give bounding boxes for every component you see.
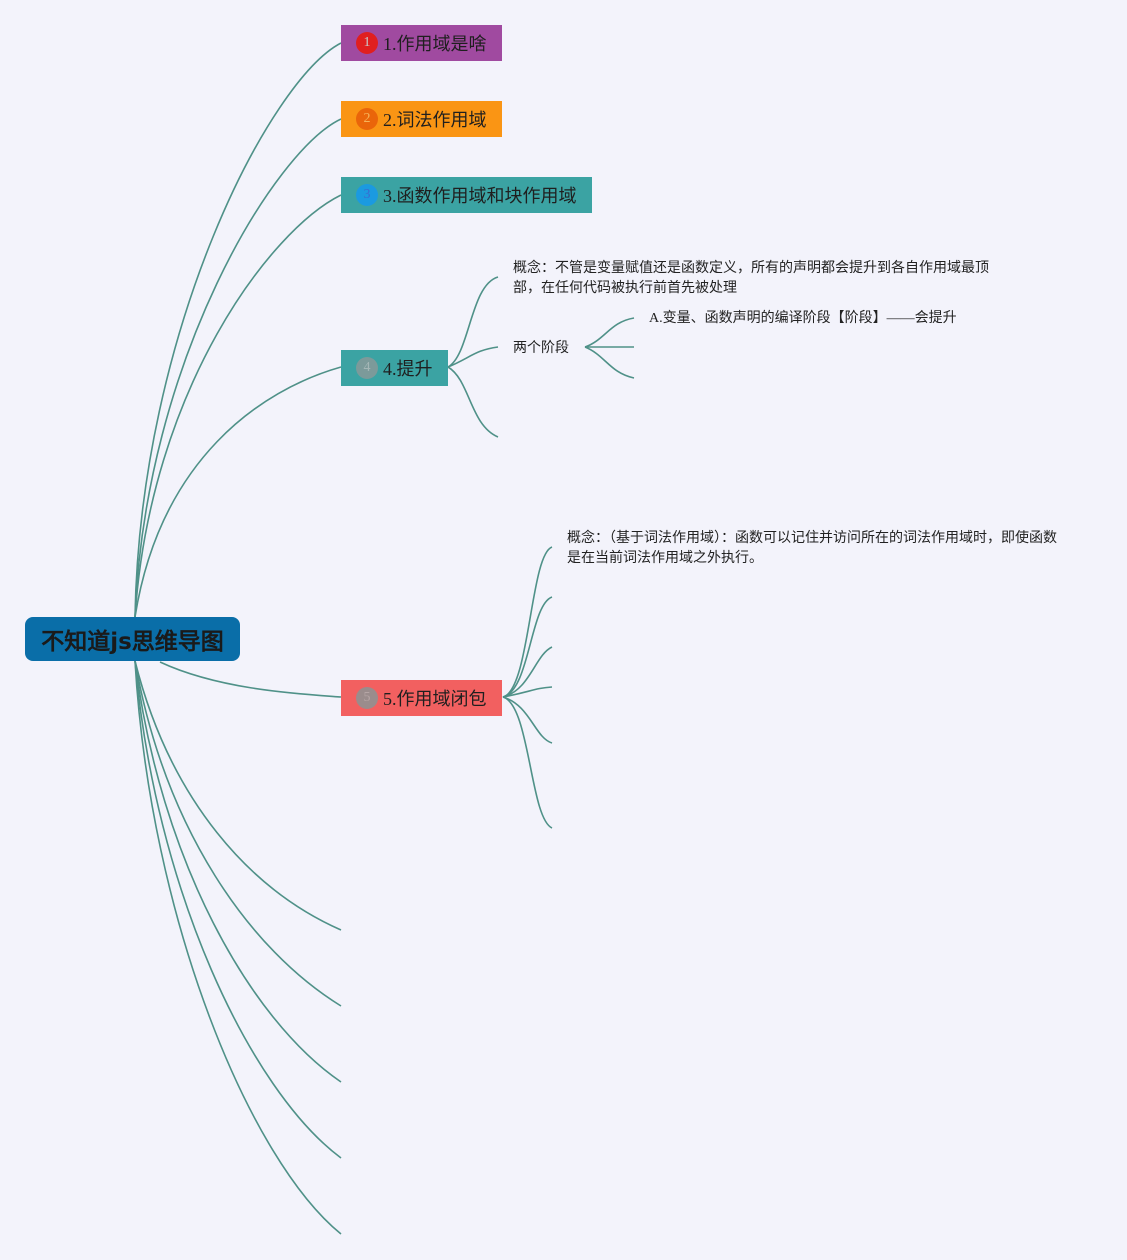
- topic-label: 5.作用域闭包: [383, 689, 487, 709]
- root-topic[interactable]: 不知道js思维导图: [25, 617, 240, 661]
- branch-line-phase-a: [584, 317, 635, 348]
- branch-line-empty-4: [134, 660, 342, 1159]
- topic-label: 4.提升: [383, 359, 433, 379]
- topic-label: 2.词法作用域: [383, 110, 487, 130]
- closure-concept-note[interactable]: 概念：（基于词法作用域）：函数可以记住并访问所在的词法作用域时，即使函数是在当前…: [567, 531, 1057, 566]
- topic-label: 3.函数作用域和块作用域: [383, 186, 577, 206]
- priority-1-icon: 1: [356, 32, 378, 54]
- branch-lines: [134, 42, 635, 1235]
- branch-line-closure-concept: [502, 546, 553, 698]
- topic-scope-closure[interactable]: 5 5.作用域闭包: [341, 680, 502, 716]
- branch-line-topic-5: [159, 661, 342, 698]
- branch-line-phase-c: [584, 346, 635, 379]
- priority-3-icon: 3: [356, 184, 378, 206]
- topic-hoisting[interactable]: 4 4.提升: [341, 350, 448, 386]
- branch-line-closure-empty-1: [502, 596, 553, 698]
- branch-line-closure-empty-3: [502, 686, 553, 698]
- branch-line-empty-3: [134, 660, 342, 1083]
- branch-line-empty-2: [134, 660, 342, 1007]
- branch-line-hoisting-empty: [447, 366, 499, 438]
- branch-line-closure-empty-2: [502, 646, 553, 698]
- branch-line-empty-1: [134, 660, 342, 931]
- priority-5-icon: 5: [356, 687, 378, 709]
- two-phases-node[interactable]: 两个阶段: [513, 341, 569, 356]
- phase-a-node[interactable]: A.变量、函数声明的编译阶段【阶段】——会提升: [649, 311, 957, 326]
- priority-4-icon: 4: [356, 357, 378, 379]
- branch-line-topic-4: [134, 366, 342, 618]
- branch-line-topic-3: [134, 194, 342, 618]
- topic-lexical-scope[interactable]: 2 2.词法作用域: [341, 101, 502, 137]
- branch-line-hoisting-concept: [447, 276, 499, 368]
- branch-line-topic-2: [134, 118, 342, 618]
- topic-function-block-scope[interactable]: 3 3.函数作用域和块作用域: [341, 177, 592, 213]
- priority-2-icon: 2: [356, 108, 378, 130]
- branch-line-hoisting-phases: [447, 346, 499, 368]
- topic-scope-what[interactable]: 1 1.作用域是啥: [341, 25, 502, 61]
- branch-line-closure-empty-4: [502, 696, 553, 744]
- branch-line-topic-1: [134, 42, 342, 618]
- branch-line-closure-empty-5: [502, 696, 553, 829]
- root-topic-label: 不知道js思维导图: [41, 629, 224, 655]
- topic-label: 1.作用域是啥: [383, 34, 487, 54]
- hoisting-concept-note[interactable]: 概念：不管是变量赋值还是函数定义，所有的声明都会提升到各自作用域最顶部，在任何代…: [513, 261, 989, 296]
- branch-line-empty-5: [134, 660, 342, 1235]
